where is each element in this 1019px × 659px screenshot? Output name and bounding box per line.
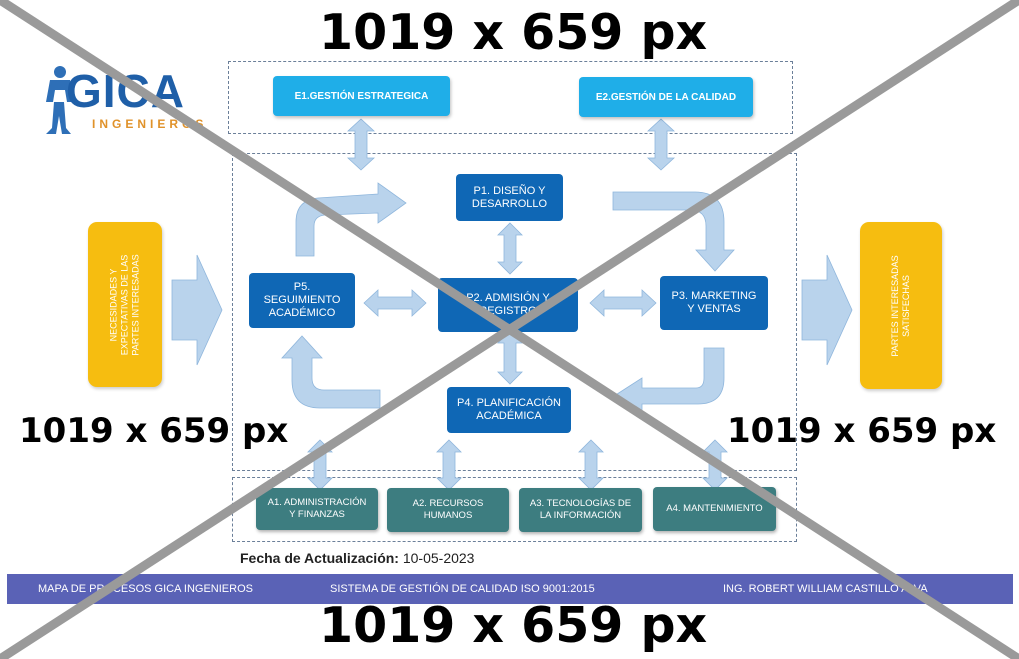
double-arrow-p2-p4	[497, 330, 523, 385]
footer-right: ING. ROBERT WILLIAM CASTILLO ALVA	[723, 583, 928, 595]
p5-line3: ACADÉMICO	[268, 307, 336, 319]
p5-line2: SEGUIMIENTO	[263, 294, 341, 306]
logo-subtitle: INGENIEROS	[92, 117, 208, 131]
p5-line1: P5.	[293, 281, 311, 293]
double-arrow-p1-p2	[497, 222, 523, 275]
core-frame	[232, 153, 797, 471]
watermark-label-top: 1019 x 659 px	[319, 4, 708, 61]
process-e1-strategic-management[interactable]: E1.GESTIÓN ESTRATEGICA	[273, 76, 450, 116]
curved-arrow-p5-p1	[295, 182, 407, 257]
double-arrow-e2	[646, 118, 676, 171]
strategic-frame	[228, 61, 793, 134]
curved-arrow-p4-p5	[281, 335, 381, 409]
watermark-label-right: 1019 x 659 px	[727, 411, 997, 451]
a2-line2: HUMANOS	[423, 510, 473, 521]
footer-left: MAPA DE PROCESOS GICA INGENIEROS	[38, 583, 253, 595]
footer-bar: MAPA DE PROCESOS GICA INGENIEROS SISTEMA…	[7, 574, 1013, 604]
p1-line2: DESARROLLO	[471, 197, 548, 210]
worker-figure-icon	[46, 66, 74, 134]
double-arrow-p2-p3	[589, 289, 657, 317]
output-flow-arrow	[801, 254, 853, 366]
p2-line1: P2. ADMISIÓN Y	[466, 292, 550, 304]
footer-center: SISTEMA DE GESTIÓN DE CALIDAD ISO 9001:2…	[330, 583, 595, 595]
process-a4-maintenance[interactable]: A4. MANTENIMIENTO	[653, 487, 776, 531]
double-arrow-e1	[346, 118, 376, 171]
update-date: Fecha de Actualización: 10-05-2023	[240, 550, 474, 566]
process-e2-quality-management[interactable]: E2.GESTIÓN DE LA CALIDAD	[579, 77, 753, 117]
watermark-label-left: 1019 x 659 px	[19, 411, 289, 451]
a1-line1: A1. ADMINISTRACIÓN	[267, 497, 367, 508]
a1-line2: Y FINANZAS	[289, 509, 345, 520]
p3-line1: P3. MARKETING	[671, 290, 757, 302]
double-arrow-p5-p2	[363, 289, 427, 317]
p1-line1: P1. DISEÑO Y	[473, 184, 546, 197]
a2-line1: A2. RECURSOS	[412, 498, 484, 509]
p3-line2: Y VENTAS	[687, 303, 741, 315]
a3-line1: A3. TECNOLOGÍAS DE	[529, 498, 632, 509]
a4-line1: A4. MANTENIMIENTO	[666, 503, 763, 514]
output-satisfied-stakeholders: PARTES INTERESADAS SATISFECHAS	[860, 222, 942, 389]
input-flow-arrow	[171, 254, 223, 366]
update-label: Fecha de Actualización:	[240, 550, 399, 566]
update-value: 10-05-2023	[402, 550, 475, 566]
input-stakeholder-needs: NECESIDADES Y EXPECTATIVAS DE LAS PARTES…	[88, 222, 162, 387]
a3-line2: LA INFORMACIÓN	[539, 510, 622, 521]
p4-line1: P4. PLANIFICACIÓN	[457, 397, 561, 409]
watermark-label-bottom: 1019 x 659 px	[319, 597, 708, 654]
p4-line2: ACADÉMICA	[476, 410, 542, 422]
